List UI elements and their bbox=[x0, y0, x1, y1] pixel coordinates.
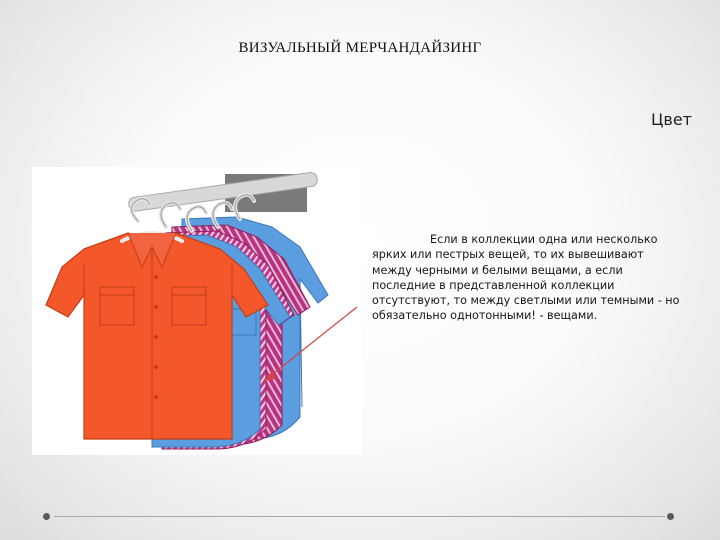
body-paragraph: Если в коллекции одна или несколько ярки… bbox=[372, 233, 680, 323]
shirt-orange bbox=[45, 231, 269, 440]
shirts-illustration bbox=[32, 167, 362, 455]
hanger-outlines bbox=[131, 194, 255, 232]
pointer-arrow bbox=[263, 306, 358, 382]
footer-bullet-left bbox=[43, 513, 50, 520]
slide-title: ВИЗУАЛЬНЫЙ МЕРЧАНДАЙЗИНГ bbox=[238, 40, 482, 56]
footer-bullet-right bbox=[667, 513, 674, 520]
slide-subtitle: Цвет bbox=[650, 110, 692, 129]
footer-rule bbox=[54, 516, 665, 517]
